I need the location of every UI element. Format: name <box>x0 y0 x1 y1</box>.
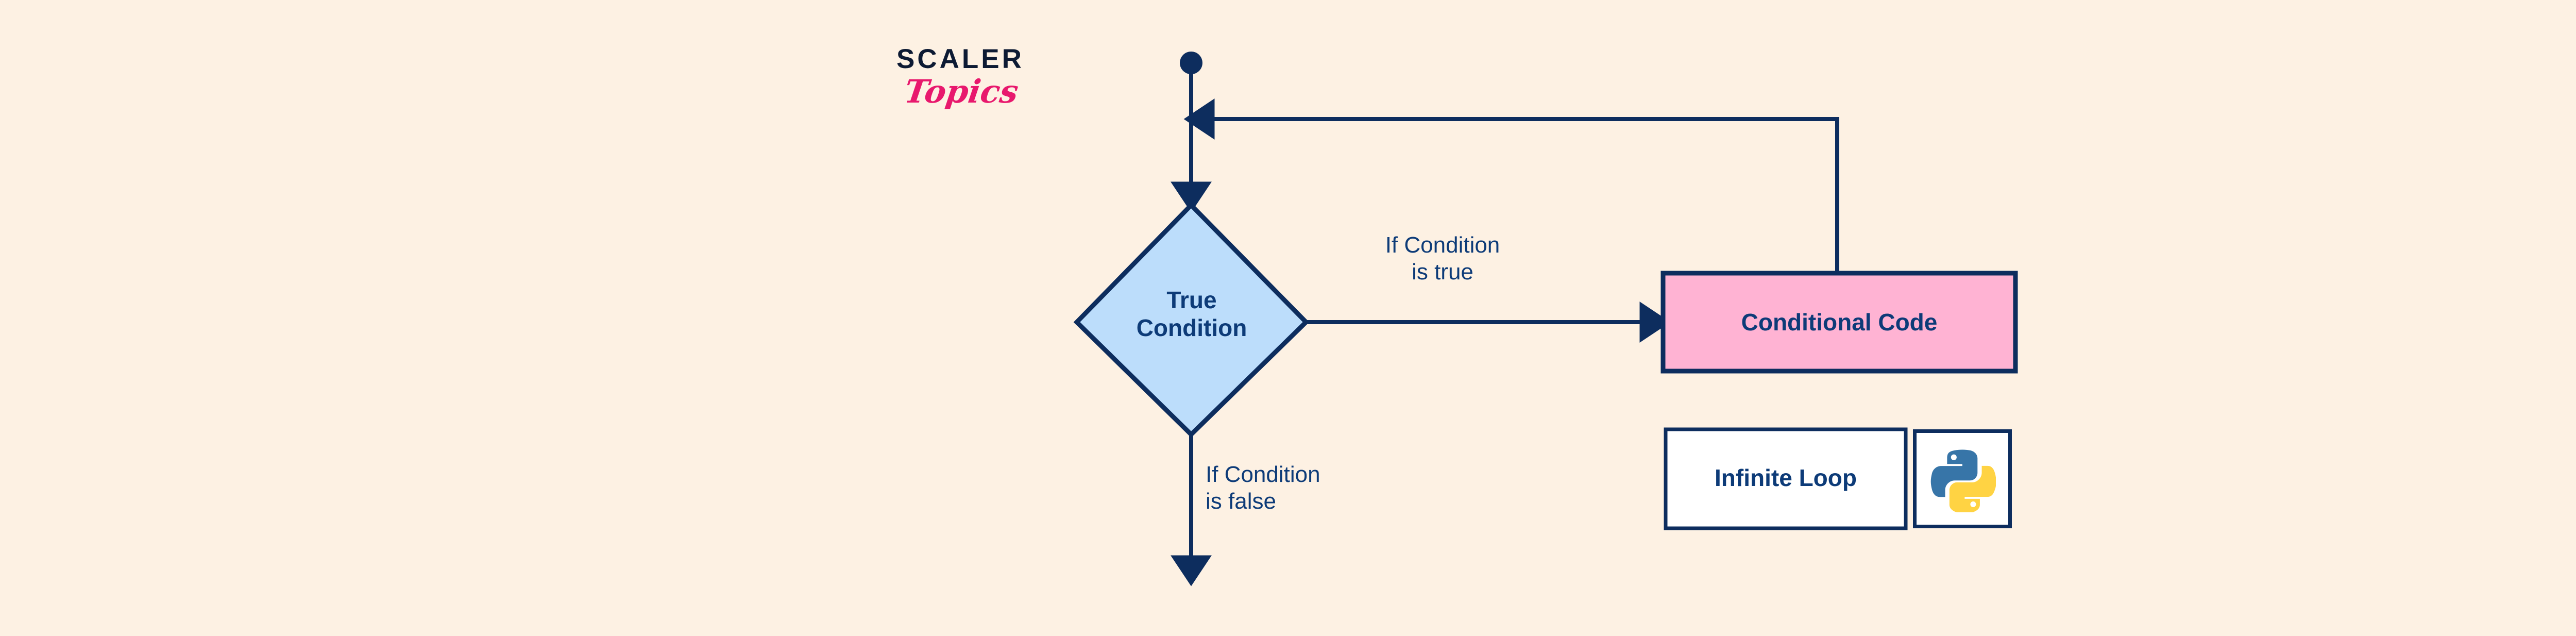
python-icon <box>1930 449 1996 512</box>
infinite-loop-label: Infinite Loop <box>1715 464 1857 491</box>
conditional-code-label: Conditional Code <box>1741 309 1938 336</box>
python-logo-box <box>1913 429 2012 528</box>
condition-label: True Condition <box>1136 287 1247 342</box>
edge-loop-back <box>1183 98 1839 273</box>
scaler-topics-logo: SCALER Topics <box>896 45 1066 133</box>
start-dot <box>1180 52 1202 74</box>
edge-false-label: If Condition is false <box>1206 462 1320 514</box>
infinite-loop-box <box>1664 427 1908 530</box>
logo-scaler-text: SCALER <box>896 44 1024 74</box>
conditional-code-box <box>1660 271 2018 374</box>
edge-true-label: If Condition is true <box>1385 232 1500 284</box>
